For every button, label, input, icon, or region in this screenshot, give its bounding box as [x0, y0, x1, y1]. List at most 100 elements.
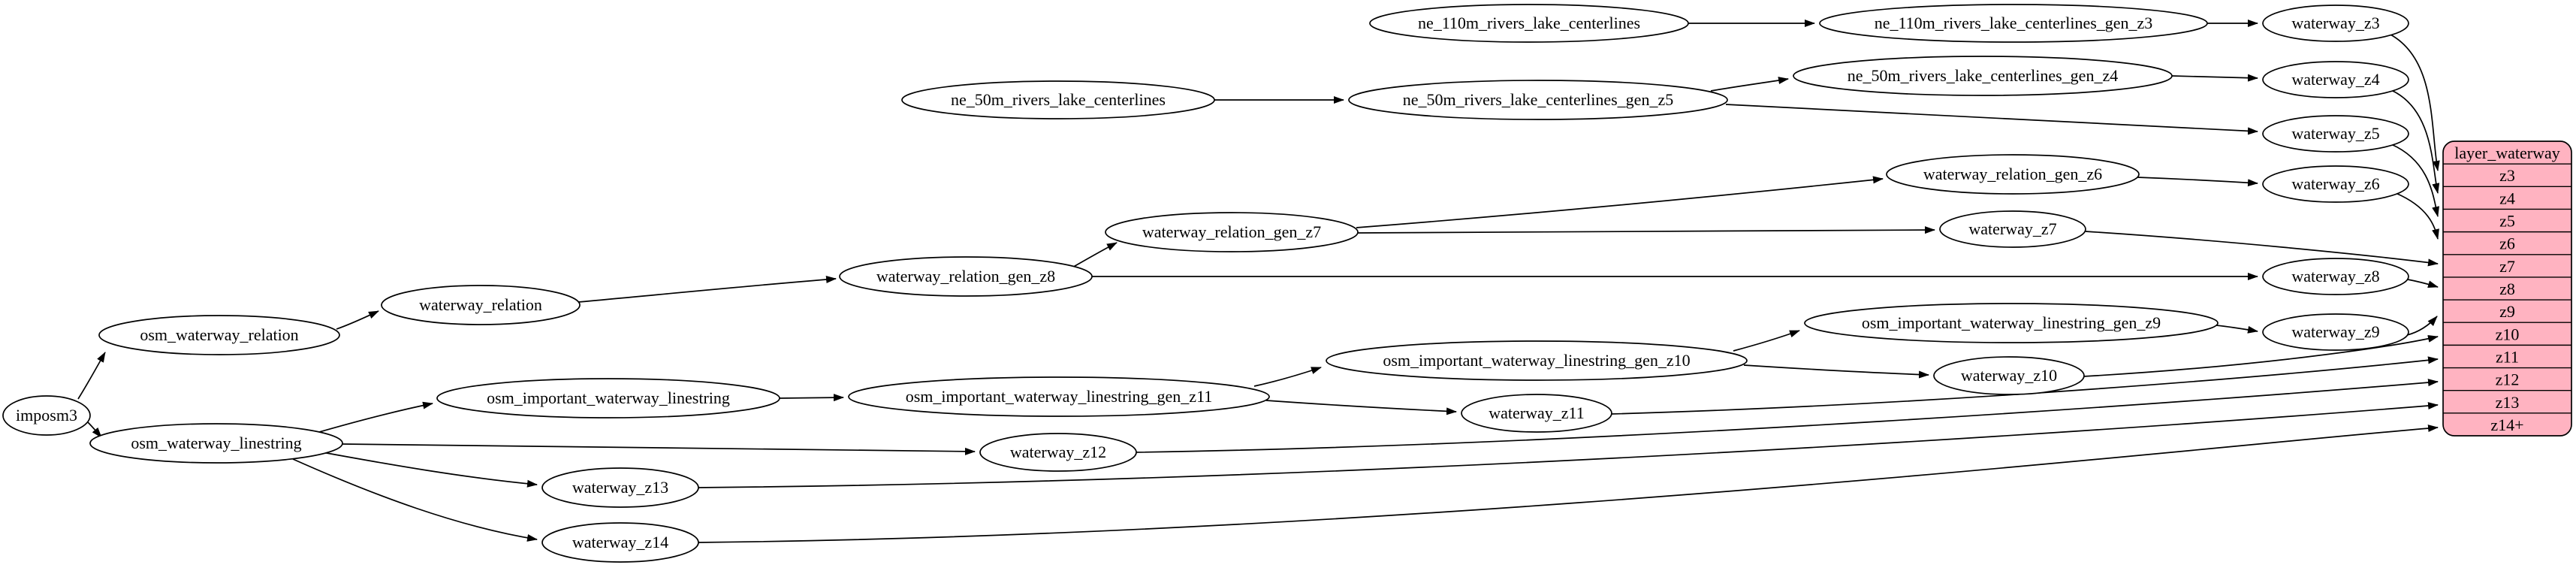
edge-waterway_relation-to-waterway_relation_gen_z8	[578, 276, 837, 303]
table-row-z9: z9	[2499, 302, 2515, 321]
node-label: waterway_z8	[2291, 267, 2379, 286]
table-row-z13: z13	[2496, 393, 2520, 412]
table-row-z3: z3	[2499, 166, 2515, 185]
edge-osm_waterway_linestring-to-waterway_z12	[342, 443, 976, 455]
table-row-z8: z8	[2499, 279, 2515, 298]
edge-osm_waterway_linestring-to-waterway_z13	[318, 451, 538, 488]
node-waterway_z14: waterway_z14	[541, 522, 699, 563]
node-waterway_z7: waterway_z7	[1939, 210, 2086, 248]
node-waterway_z8: waterway_z8	[2262, 258, 2409, 295]
edge-waterway_z14-to-layer_waterway.z14+	[697, 425, 2439, 543]
edge-waterway_z11-to-layer_waterway.z11	[1610, 356, 2439, 415]
node-osm_important_waterway_linestring_gen_z11: osm_important_waterway_linestring_gen_z1…	[848, 376, 1270, 417]
node-label: osm_important_waterway_linestring_gen_z1…	[906, 387, 1213, 406]
table-row-z7: z7	[2499, 257, 2515, 276]
edge-waterway_z7-to-layer_waterway.z7	[2085, 231, 2439, 267]
node-label: ne_110m_rivers_lake_centerlines	[1418, 14, 1640, 32]
node-ne_110m_rivers_lake_centerlines_gen_z3: ne_110m_rivers_lake_centerlines_gen_z3	[1819, 4, 2208, 43]
node-label: waterway_z9	[2291, 322, 2379, 341]
node-waterway_z13: waterway_z13	[541, 467, 699, 508]
node-label: ne_50m_rivers_lake_centerlines	[951, 90, 1166, 109]
edge-osm_important_waterway_linestring_gen_z11-to-waterway_z11	[1265, 400, 1457, 415]
edge-ne_50m_rivers_lake_centerlines_gen_z5-to-waterway_z5	[1725, 104, 2258, 135]
edge-osm_important_waterway_linestring_gen_z9-to-waterway_z9	[2216, 325, 2258, 334]
edge-osm_waterway_linestring-to-osm_important_waterway_linestring	[313, 401, 433, 434]
node-osm_important_waterway_linestring: osm_important_waterway_linestring	[436, 378, 780, 418]
node-label: osm_important_waterway_linestring	[487, 388, 730, 407]
table-title: layer_waterway	[2454, 144, 2559, 162]
node-label: waterway_z4	[2291, 70, 2379, 89]
node-label: waterway_relation	[419, 295, 542, 314]
edge-imposm3-to-osm_waterway_linestring	[86, 421, 102, 438]
edge-waterway_z3-to-layer_waterway.z3	[2390, 34, 2440, 171]
edge-waterway_z9-to-layer_waterway.z9	[2406, 316, 2438, 336]
node-label: ne_50m_rivers_lake_centerlines_gen_z5	[1403, 90, 1673, 109]
node-osm_waterway_relation: osm_waterway_relation	[98, 315, 340, 355]
node-label: waterway_z11	[1489, 403, 1584, 422]
node-label: waterway_z3	[2291, 14, 2379, 32]
node-ne_50m_rivers_lake_centerlines: ne_50m_rivers_lake_centerlines	[901, 80, 1215, 119]
node-waterway_relation_gen_z7: waterway_relation_gen_z7	[1105, 212, 1359, 252]
node-osm_important_waterway_linestring_gen_z10: osm_important_waterway_linestring_gen_z1…	[1326, 340, 1748, 381]
node-ne_50m_rivers_lake_centerlines_gen_z4: ne_50m_rivers_lake_centerlines_gen_z4	[1793, 56, 2173, 96]
node-waterway_z12: waterway_z12	[979, 433, 1137, 472]
node-label: ne_50m_rivers_lake_centerlines_gen_z4	[1848, 66, 2118, 85]
node-waterway_relation: waterway_relation	[381, 285, 581, 325]
node-label: osm_important_waterway_linestring_gen_z9	[1862, 313, 2161, 332]
node-waterway_relation_gen_z6: waterway_relation_gen_z6	[1886, 154, 2140, 195]
edge-ne_50m_rivers_lake_centerlines_gen_z5-to-ne_50m_rivers_lake_centerlines_gen_z4	[1710, 77, 1789, 92]
table-row-z10: z10	[2496, 325, 2520, 343]
edge-waterway_z6-to-layer_waterway.z6	[2395, 192, 2439, 240]
node-label: waterway_z7	[1968, 219, 2056, 238]
edge-waterway_z13-to-layer_waterway.z13	[697, 402, 2439, 488]
edge-waterway_z4-to-layer_waterway.z4	[2390, 89, 2440, 194]
edge-imposm3-to-osm_waterway_relation	[77, 352, 106, 400]
table-row-z6: z6	[2499, 234, 2515, 253]
edge-waterway_relation_gen_z8-to-waterway_relation_gen_z7	[1070, 242, 1118, 269]
node-label: waterway_relation_gen_z7	[1142, 222, 1321, 241]
edge-waterway_z8-to-layer_waterway.z8	[2407, 279, 2439, 289]
node-label: waterway_z12	[1010, 443, 1106, 461]
table-row-z11: z11	[2496, 347, 2519, 366]
node-label: osm_important_waterway_linestring_gen_z1…	[1383, 351, 1690, 370]
edge-osm_important_waterway_linestring_gen_z10-to-waterway_z10	[1743, 364, 1929, 379]
node-label: imposm3	[16, 406, 77, 425]
node-waterway_z3: waterway_z3	[2262, 5, 2409, 42]
node-label: ne_110m_rivers_lake_centerlines_gen_z3	[1875, 14, 2153, 32]
table-row-z14+: z14+	[2490, 415, 2523, 434]
node-label: waterway_z13	[572, 478, 668, 497]
node-waterway_z4: waterway_z4	[2262, 61, 2409, 98]
node-waterway_z10: waterway_z10	[1933, 356, 2085, 395]
edge-waterway_z10-to-layer_waterway.z10	[2083, 335, 2439, 377]
node-label: waterway_z14	[572, 533, 668, 551]
node-imposm3: imposm3	[2, 395, 91, 436]
edge-waterway_z12-to-layer_waterway.z12	[1135, 379, 2439, 453]
edge-waterway_relation_gen_z7-to-waterway_relation_gen_z6	[1356, 176, 1884, 228]
node-label: waterway_relation_gen_z8	[876, 267, 1055, 286]
table-row-z5: z5	[2499, 212, 2515, 231]
node-osm_waterway_linestring: osm_waterway_linestring	[89, 423, 343, 464]
node-waterway_z6: waterway_z6	[2262, 165, 2409, 203]
node-label: waterway_z6	[2291, 174, 2379, 193]
node-label: osm_waterway_linestring	[131, 434, 301, 452]
edge-waterway_relation_gen_z7-to-waterway_z7	[1357, 226, 1935, 234]
edge-osm_waterway_linestring-to-waterway_z14	[292, 458, 538, 542]
edge-osm_waterway_relation-to-waterway_relation	[336, 310, 379, 330]
edge-ne_50m_rivers_lake_centerlines_gen_z4-to-waterway_z4	[2171, 74, 2258, 82]
node-label: waterway_z10	[1961, 366, 2057, 385]
table-layer-waterway: layer_waterwayz3z4z5z6z7z8z9z10z11z12z13…	[2442, 140, 2572, 437]
node-ne_50m_rivers_lake_centerlines_gen_z5: ne_50m_rivers_lake_centerlines_gen_z5	[1348, 80, 1728, 120]
edge-waterway_z5-to-layer_waterway.z5	[2390, 144, 2439, 217]
node-label: waterway_z5	[2291, 124, 2379, 143]
table-row-z4: z4	[2499, 189, 2515, 207]
node-ne_110m_rivers_lake_centerlines: ne_110m_rivers_lake_centerlines	[1369, 4, 1689, 43]
node-waterway_z9: waterway_z9	[2262, 313, 2409, 351]
node-waterway_relation_gen_z8: waterway_relation_gen_z8	[839, 256, 1093, 297]
edge-osm_important_waterway_linestring_gen_z10-to-osm_important_waterway_linestring_gen_z9	[1733, 330, 1800, 352]
edge-osm_important_waterway_linestring-to-osm_important_waterway_linestring_gen_z11	[779, 394, 844, 402]
node-label: osm_waterway_relation	[140, 325, 298, 344]
edge-osm_important_waterway_linestring_gen_z11-to-osm_important_waterway_linestring_gen_z10	[1253, 367, 1322, 387]
node-waterway_z11: waterway_z11	[1461, 394, 1612, 433]
